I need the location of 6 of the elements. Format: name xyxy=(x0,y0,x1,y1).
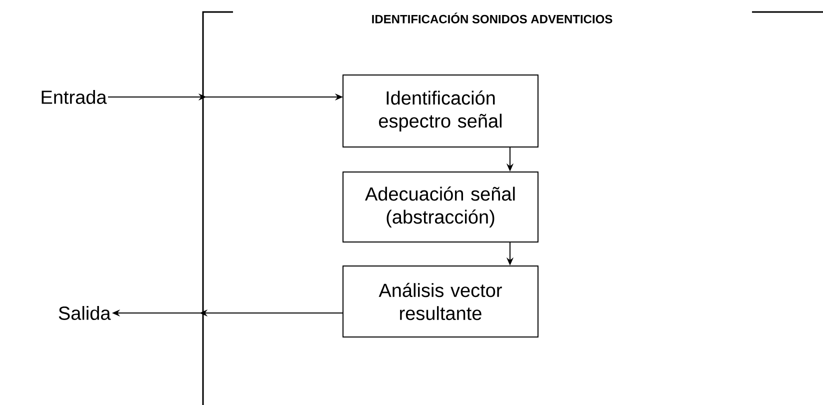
process-box: Análisis vector resultante xyxy=(342,266,538,338)
process-box: Adecuación señal (abstracción) xyxy=(342,172,538,242)
label-text: Entrada xyxy=(42,90,107,104)
title: IDENTIFICACIÓN SONIDOS ADVENTICIOS xyxy=(372,12,612,24)
label-text: Salida xyxy=(58,306,111,320)
process-box: Identificación espectro señal xyxy=(342,74,538,148)
